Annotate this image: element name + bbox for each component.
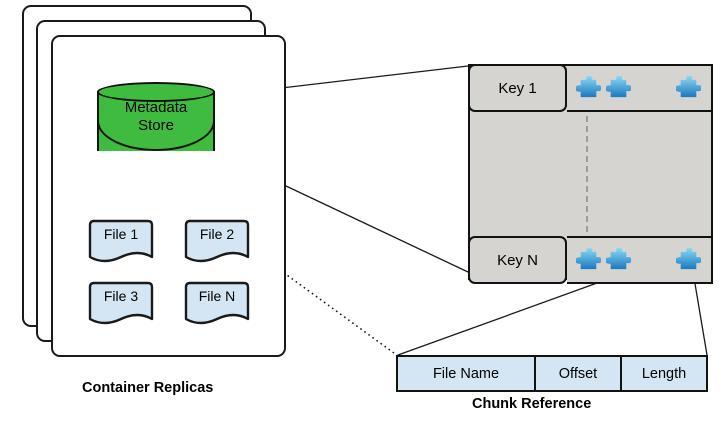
- puzzle-piece-icon[interactable]: [576, 247, 601, 273]
- puzzle-piece-icon[interactable]: [676, 247, 701, 273]
- chunk-ref-offset[interactable]: Offset: [534, 357, 620, 390]
- chunk-ref-length[interactable]: Length: [620, 357, 706, 390]
- metadata-store-cylinder[interactable]: Metadata Store: [97, 82, 215, 160]
- chunk-ref-file-name[interactable]: File Name: [398, 357, 534, 390]
- puzzle-piece-icon[interactable]: [676, 75, 701, 101]
- file-label: File N: [198, 288, 236, 304]
- file-shape-2[interactable]: File 2: [184, 219, 250, 266]
- file-shape-3[interactable]: File 3: [88, 281, 154, 328]
- metadata-store-label-line2: Store: [138, 117, 174, 134]
- puzzle-piece-icon[interactable]: [606, 247, 631, 273]
- key-cell-n: Key N: [468, 236, 567, 284]
- chunk-reference-bar: File Name Offset Length: [396, 355, 708, 392]
- file-label: File 3: [103, 288, 139, 304]
- file-shape-n[interactable]: File N: [184, 281, 250, 328]
- document-icon: [88, 219, 154, 263]
- key-row-1[interactable]: Key 1: [468, 64, 713, 112]
- file-label: File 1: [103, 226, 139, 242]
- file-shape-1[interactable]: File 1: [88, 219, 154, 266]
- puzzle-piece-icon[interactable]: [606, 75, 631, 101]
- metadata-key-table: Key 1 Key N: [468, 64, 713, 284]
- chunk-cell-1: [567, 64, 713, 112]
- chunk-cell-n: [567, 236, 713, 284]
- document-icon: [88, 281, 154, 325]
- metadata-store-label-line1: Metadata: [124, 99, 188, 116]
- container-replicas-caption: Container Replicas: [82, 380, 214, 396]
- key-cell-1: Key 1: [468, 64, 567, 112]
- table-dashed-divider: [586, 66, 588, 282]
- key-row-n[interactable]: Key N: [468, 236, 713, 284]
- file-label: File 2: [199, 226, 235, 242]
- chunk-reference-caption: Chunk Reference: [472, 396, 592, 412]
- puzzle-piece-icon[interactable]: [576, 75, 601, 101]
